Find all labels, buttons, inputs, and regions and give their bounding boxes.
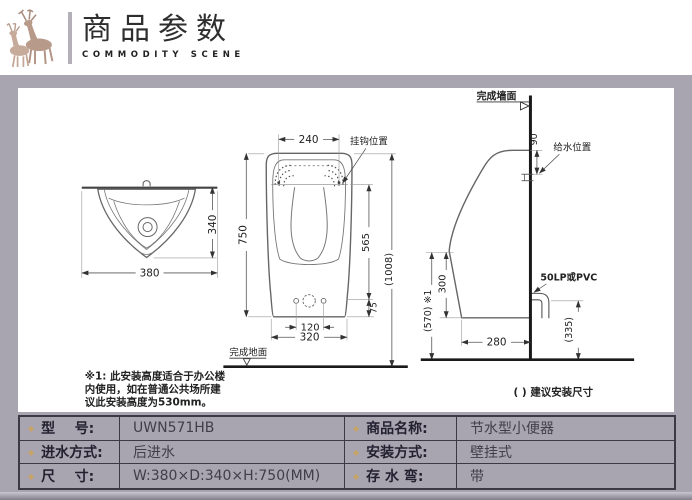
content-area: 380 340	[0, 75, 692, 500]
spec-model-label: ◆型 号:	[20, 417, 120, 441]
drawing-panel: 380 340	[18, 88, 674, 412]
drawing-notes: ※1: 此安装高度适合于办公楼 内使用，如在普通公共场所建 议此安装高度为530…	[85, 370, 594, 409]
dim-base-width: 320	[300, 332, 320, 344]
stipple-texture	[274, 164, 344, 187]
dim-top-width: 380	[140, 267, 160, 279]
flush-hole	[302, 294, 316, 308]
footnote-line-3: 议此安装高度为530mm。	[85, 396, 212, 409]
finished-floor-label: 完成地面	[229, 347, 267, 359]
page-title: 商品参数	[82, 12, 234, 47]
spec-trap-value: 带	[470, 469, 484, 486]
bullet-icon: ◆	[353, 423, 360, 433]
wall-datum-triangle	[520, 101, 530, 111]
dim-inlet-offset: 90	[529, 133, 540, 145]
dim-rim-height: 300	[438, 274, 449, 293]
bullet-icon: ◆	[28, 423, 35, 433]
top-view-drawing: 380 340	[81, 180, 219, 279]
dim-hook-height: 565	[361, 233, 372, 252]
bullet-icon: ◆	[353, 447, 360, 457]
small-deer	[6, 22, 30, 67]
dim-total-height: (1008)	[384, 253, 395, 286]
dim-bottom-gap: 75	[369, 302, 379, 313]
floor-datum-triangle	[242, 358, 252, 367]
dim-depth: 280	[487, 337, 507, 349]
big-deer	[18, 8, 54, 64]
legend-note: ( ) 建议安装尺寸	[513, 386, 593, 399]
drain-pipe-outer	[530, 292, 550, 319]
logo-text-block: 商品参数 COMMODITY SCENE	[82, 12, 245, 61]
bottom-gradient-strip	[0, 492, 692, 500]
spec-trap-label: ◆存 水 弯:	[345, 464, 457, 489]
bullet-icon: ◆	[28, 447, 35, 457]
drain-circle-inner	[142, 221, 153, 233]
hook-position-label: 挂钩位置	[350, 135, 388, 147]
drain-circle-outer	[137, 217, 158, 238]
footnote-line-2: 内使用，如在普通公共场所建	[85, 383, 221, 396]
urinal-profile-outline	[448, 149, 531, 319]
page-subtitle: COMMODITY SCENE	[82, 50, 245, 60]
dim-drain-spacing: 120	[301, 323, 320, 334]
deer-logo-icon	[6, 8, 54, 67]
finished-wall-label: 完成墙面	[477, 89, 517, 102]
spec-water-inlet-label: ◆进水方式:	[20, 440, 120, 465]
spec-model-value: UWN571HB	[120, 417, 345, 441]
bullet-icon: ◆	[28, 471, 35, 481]
dim-hook-spacing: 240	[299, 134, 319, 146]
water-supply-label: 给水位置	[553, 141, 591, 153]
spec-product-name-value: 节水型小便器	[457, 417, 674, 441]
bowl-outline	[96, 188, 197, 259]
header: 商品参数 COMMODITY SCENE	[0, 0, 692, 75]
spec-size-value: W:380×D:340×H:750(MM)	[120, 464, 345, 489]
spec-table: ◆型 号: UWN571HB ◆商品名称: 节水型小便器 ◆进水方式: 后进水 …	[18, 415, 676, 491]
bullet-icon: ◆	[353, 471, 360, 481]
spec-install-type-value: 壁挂式	[457, 441, 674, 465]
side-view-drawing: 完成墙面 90 给水位置 300	[420, 89, 635, 361]
dim-drain-height: (335)	[564, 317, 575, 342]
urinal-body-outline	[265, 152, 353, 318]
spec-water-inlet-value: 后进水	[120, 440, 345, 465]
spec-install-type-label: ◆安装方式:	[345, 440, 457, 465]
front-view-drawing: 240 挂钩位置 750 565	[223, 134, 408, 368]
spec-product-name-label: ◆商品名称:	[345, 417, 457, 441]
pipe-type-label: 50LP或PVC	[540, 271, 597, 283]
technical-drawing-svg: 380 340	[81, 89, 635, 409]
dim-install-height: (570) ※1	[423, 290, 434, 332]
dim-height: 750	[237, 225, 249, 245]
footnote-line-1: ※1: 此安装高度适合于办公楼	[85, 370, 226, 383]
hook-shape	[142, 180, 151, 187]
drain-pipe-inner	[530, 299, 543, 319]
dim-top-depth: 340	[207, 215, 219, 235]
logo-divider	[68, 11, 72, 64]
spec-size-label: ◆尺 寸:	[20, 464, 120, 489]
